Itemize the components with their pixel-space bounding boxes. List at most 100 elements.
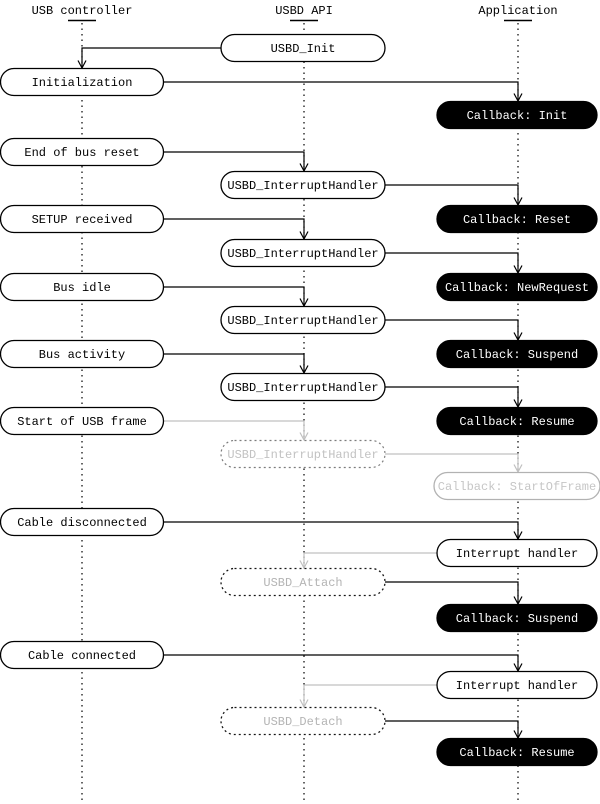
node-cb-suspend2: Callback: Suspend xyxy=(436,603,598,633)
arrowhead xyxy=(299,560,309,570)
lifeline-controller: USB controller xyxy=(32,4,133,804)
node-box xyxy=(436,100,598,130)
node-label: USBD_InterruptHandler xyxy=(227,381,378,395)
edge-cable-disc-to-int-handler1 xyxy=(163,521,523,541)
edge-line xyxy=(385,453,519,472)
lifeline-api: USBD API xyxy=(275,4,333,804)
node-label: USBD_InterruptHandler xyxy=(227,179,378,193)
node-usbd-init: USBD_Init xyxy=(220,33,386,63)
edge-ih4-to-cb-resume1 xyxy=(385,386,523,409)
node-label: Callback: Resume xyxy=(459,746,574,760)
node-box xyxy=(436,538,598,568)
edge-usbd-detach-to-cb-resume2 xyxy=(385,720,523,740)
edge-bus-activity-to-ih4 xyxy=(163,353,309,375)
node-label: USBD_InterruptHandler xyxy=(227,247,378,261)
node-ih2: USBD_InterruptHandler xyxy=(220,238,386,268)
node-label: End of bus reset xyxy=(24,146,139,160)
node-box xyxy=(436,339,598,369)
node-label: USBD_InterruptHandler xyxy=(227,448,378,462)
node-box xyxy=(436,737,598,767)
node-cb-sof: Callback: StartOfFrame xyxy=(433,471,600,501)
node-label: USBD_InterruptHandler xyxy=(227,314,378,328)
node-label: Callback: NewRequest xyxy=(445,281,589,295)
node-box xyxy=(436,204,598,234)
arrowhead xyxy=(299,432,309,442)
node-box xyxy=(436,603,598,633)
node-ih4: USBD_InterruptHandler xyxy=(220,372,386,402)
edge-line xyxy=(81,47,221,68)
node-int-handler1: Interrupt handler xyxy=(436,538,598,568)
edge-usbd-attach-to-cb-suspend2 xyxy=(385,581,523,606)
node-cable-conn: Cable connected xyxy=(0,640,165,670)
edge-line xyxy=(163,218,305,239)
node-int-handler2: Interrupt handler xyxy=(436,670,598,700)
node-label: Callback: Suspend xyxy=(456,612,578,626)
edge-line xyxy=(385,581,519,604)
node-box xyxy=(0,339,165,369)
edge-line xyxy=(163,353,305,373)
node-cb-suspend1: Callback: Suspend xyxy=(436,339,598,369)
node-box xyxy=(220,706,386,736)
node-box xyxy=(0,137,165,167)
node-label: Interrupt handler xyxy=(456,679,578,693)
node-bus-activity: Bus activity xyxy=(0,339,165,369)
node-box xyxy=(220,238,386,268)
lifeline-label-api: USBD API xyxy=(275,4,333,18)
node-box xyxy=(220,567,386,597)
edge-line xyxy=(303,684,437,707)
edge-line xyxy=(385,386,519,407)
edge-line xyxy=(163,286,305,306)
edge-ih5-to-cb-sof xyxy=(385,453,523,474)
node-label: Callback: Resume xyxy=(459,415,574,429)
node-box xyxy=(220,372,386,402)
edge-int-handler1-to-usbd-attach xyxy=(299,552,437,570)
edge-cable-conn-to-int-handler2 xyxy=(163,654,523,673)
node-ih3: USBD_InterruptHandler xyxy=(220,305,386,335)
node-ih1: USBD_InterruptHandler xyxy=(220,170,386,200)
node-label: Callback: Reset xyxy=(463,213,571,227)
node-initialization: Initialization xyxy=(0,67,165,97)
arrowhead xyxy=(299,699,309,709)
node-cable-disc: Cable disconnected xyxy=(0,507,165,537)
node-cb-init: Callback: Init xyxy=(436,100,598,130)
node-box xyxy=(220,439,386,469)
edge-line xyxy=(385,252,519,273)
edge-line xyxy=(163,81,519,101)
node-label: SETUP received xyxy=(32,213,133,227)
node-box xyxy=(436,406,598,436)
node-box xyxy=(0,507,165,537)
node-box xyxy=(0,406,165,436)
node-box xyxy=(0,640,165,670)
node-label: Cable connected xyxy=(28,649,136,663)
node-end-bus-reset: End of bus reset xyxy=(0,137,165,167)
node-box xyxy=(0,67,165,97)
edge-bus-idle-to-ih3 xyxy=(163,286,309,308)
node-label: USBD_Attach xyxy=(263,576,342,590)
edge-setup-received-to-ih2 xyxy=(163,218,309,241)
node-label: USBD_Detach xyxy=(263,715,342,729)
edge-usbd-init-to-initialization xyxy=(77,47,221,70)
node-cb-resume1: Callback: Resume xyxy=(436,406,598,436)
node-start-frame: Start of USB frame xyxy=(0,406,165,436)
lifeline-label-app: Application xyxy=(478,4,557,18)
node-cb-newrequest: Callback: NewRequest xyxy=(436,272,598,302)
edge-line xyxy=(303,552,437,568)
node-box xyxy=(436,670,598,700)
node-box xyxy=(0,204,165,234)
node-label: USBD_Init xyxy=(271,42,336,56)
node-box xyxy=(220,305,386,335)
lifeline-label-controller: USB controller xyxy=(32,4,133,18)
edge-line xyxy=(163,151,305,171)
node-box xyxy=(220,33,386,63)
edge-line xyxy=(163,521,519,539)
edge-line xyxy=(163,420,305,440)
node-bus-idle: Bus idle xyxy=(0,272,165,302)
edge-line xyxy=(163,654,519,671)
node-label: Cable disconnected xyxy=(17,516,147,530)
node-label: Callback: Suspend xyxy=(456,348,578,362)
edge-ih3-to-cb-suspend1 xyxy=(385,319,523,342)
edge-line xyxy=(385,720,519,738)
node-label: Bus idle xyxy=(53,281,111,295)
edge-line xyxy=(385,184,519,205)
